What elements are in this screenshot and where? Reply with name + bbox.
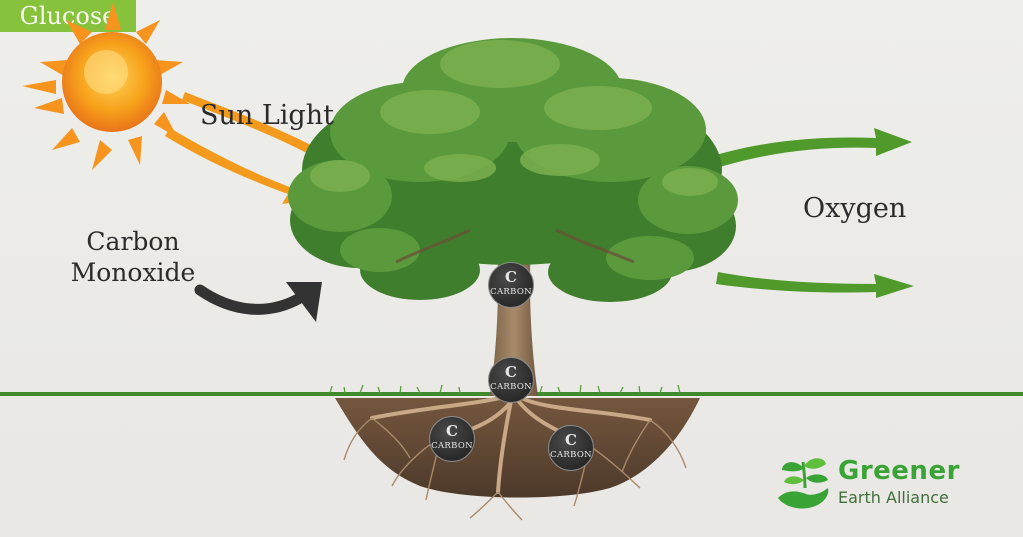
carbon-atom-root-right: C CARBON [548,425,594,471]
carbon-word: CARBON [490,287,532,297]
carbon-symbol: C [505,268,517,286]
carbon-word: CARBON [550,450,592,460]
carbon-symbol: C [505,363,517,381]
carbon-word: CARBON [490,382,532,392]
oxygen-label: Oxygen [803,193,907,224]
grass [329,384,681,394]
carbon-symbol: C [446,422,458,440]
tree-canopy [288,38,738,302]
logo-tagline: Earth Alliance [838,488,949,507]
carbon-monoxide-label: Carbon Monoxide [70,227,196,287]
carbon-atom-root-left: C CARBON [429,416,475,462]
carbon-atom-trunk: C CARBON [488,262,534,308]
greener-earth-alliance-logo: Greener Earth Alliance [776,450,986,520]
sprout-in-hand-icon [778,458,829,509]
carbon-monoxide-arrow [194,284,306,315]
roots [335,394,700,521]
carbon-monoxide-arrowhead [286,282,322,322]
oxygen-arrows [700,128,914,298]
carbon-atom-base: C CARBON [488,357,534,403]
carbon-word: CARBON [431,441,473,451]
sunlight-label: Sun Light [200,100,334,131]
logo-name: Greener [838,456,960,486]
sun-icon [22,2,190,170]
carbon-symbol: C [565,431,577,449]
sunlight-arrows [165,92,340,204]
